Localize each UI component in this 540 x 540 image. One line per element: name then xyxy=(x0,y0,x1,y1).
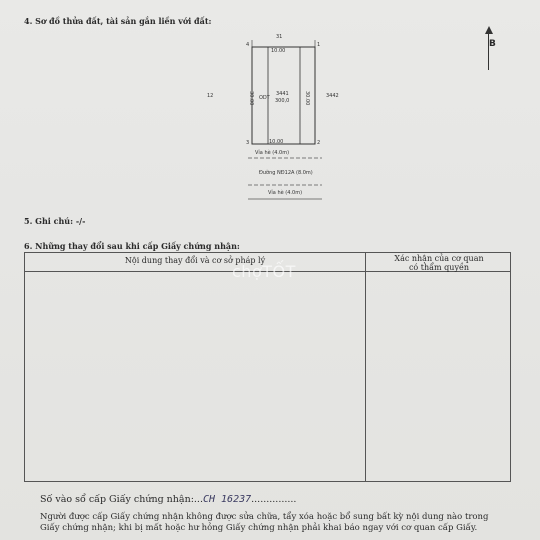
land-type-label: ODT xyxy=(259,95,270,101)
section-6-title: 6. Những thay đổi sau khi cấp Giấy chứng… xyxy=(24,241,240,251)
bottom-length-label: 10.00 xyxy=(269,139,284,145)
section-5-title: 5. Ghi chú: -/- xyxy=(24,216,86,226)
table-header-confirmation: Xác nhận của cơ quan có thẩm quyền xyxy=(366,254,512,272)
section-4-title: 4. Sơ đồ thửa đất, tài sản gắn liền với … xyxy=(24,16,212,26)
watermark: chợTỐT xyxy=(232,262,296,281)
north-arrow-icon: B xyxy=(483,24,496,72)
table-header-content: Nội dung thay đổi và cơ sở pháp lý xyxy=(124,256,266,265)
parcel-number-label: 3441 xyxy=(276,91,289,97)
warning-note: Người được cấp Giấy chứng nhận không đượ… xyxy=(40,512,489,533)
top-length-label: 10.00 xyxy=(271,48,286,54)
table-header-confirmation-line1: Xác nhận của cơ quan xyxy=(394,254,484,263)
plot-rectangle xyxy=(251,46,316,145)
registry-line: Số vào sổ cấp Giấy chứng nhận:...CH 1623… xyxy=(40,494,296,505)
sidewalk-bottom-label: Vỉa hè (4.0m) xyxy=(268,190,303,196)
left-side-length-label: 30.00 xyxy=(248,91,254,106)
road-label: Đường NĐ12A (8.0m) xyxy=(259,170,313,176)
registry-lead-dots: ... xyxy=(193,494,203,505)
table-column-divider xyxy=(365,253,366,481)
table-header-divider xyxy=(25,271,510,272)
north-arrow-line xyxy=(488,32,489,70)
registry-number: CH 16237 xyxy=(202,494,252,505)
registry-label: Số vào sổ cấp Giấy chứng nhận: xyxy=(40,494,194,505)
plot-diagram xyxy=(248,40,322,200)
right-neighbor-label: 3442 xyxy=(326,93,339,99)
left-neighbor-label: 12 xyxy=(207,93,214,99)
north-letter: B xyxy=(489,39,496,49)
registry-dots: ............... xyxy=(251,494,297,505)
corner-3-label: 3 xyxy=(246,140,250,146)
sidewalk-top-label: Vỉa hè (4.0m) xyxy=(255,150,290,156)
corner-2-label: 2 xyxy=(317,140,321,146)
corner-1-label: 1 xyxy=(317,42,321,48)
table-header-confirmation-line2: có thẩm quyền xyxy=(408,263,470,272)
right-side-length-label: 30.00 xyxy=(304,91,310,106)
top-neighbor-label: 31 xyxy=(276,34,283,40)
changes-table: Nội dung thay đổi và cơ sở pháp lý Xác n… xyxy=(24,252,511,482)
area-label: 300,0 xyxy=(275,98,290,104)
north-arrow-head xyxy=(485,26,493,34)
corner-4-label: 4 xyxy=(246,42,250,48)
